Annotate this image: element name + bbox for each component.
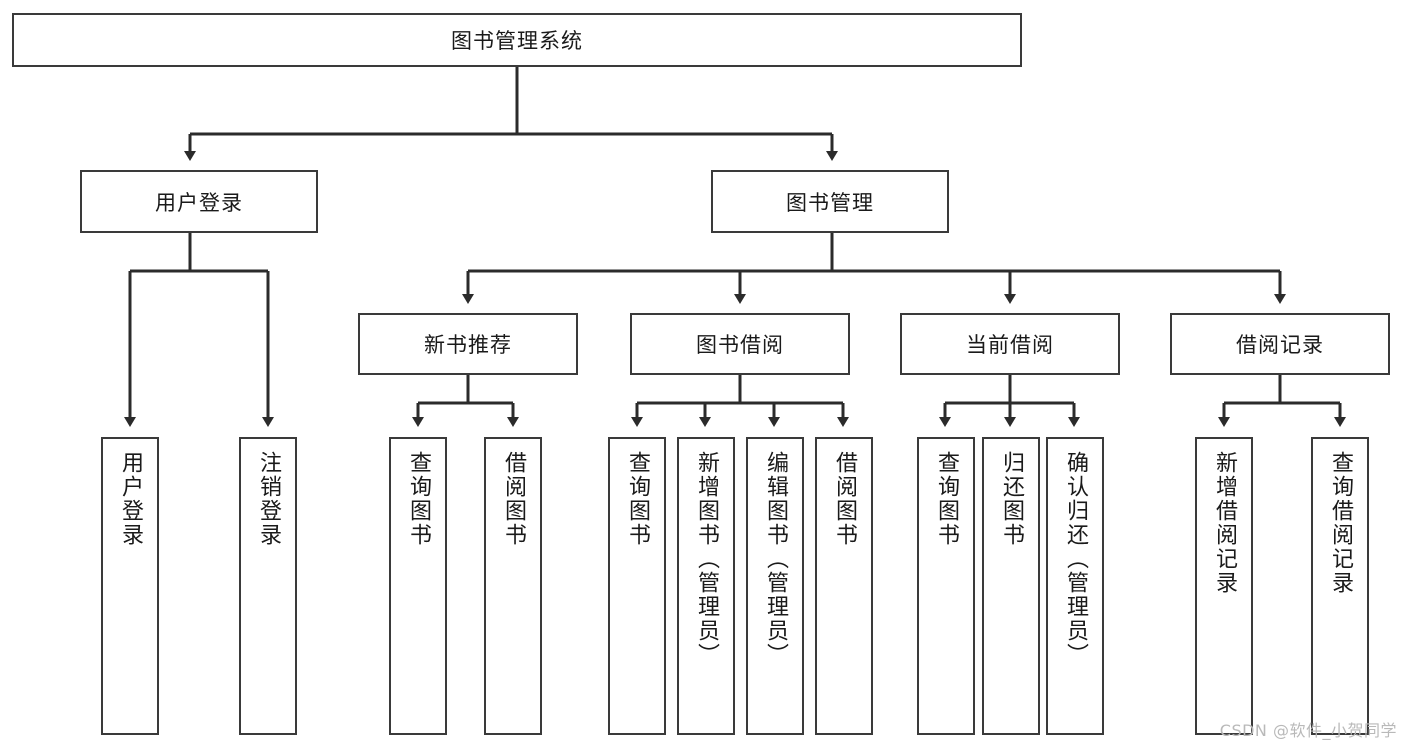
- node-label: 借阅图书: [500, 451, 526, 547]
- leaf-borrow-book-new[interactable]: 借阅图书: [484, 437, 542, 735]
- node-label: 图书借阅: [696, 333, 784, 357]
- leaf-query-book-new[interactable]: 查询图书: [389, 437, 447, 735]
- node-label: 新增借阅记录: [1211, 451, 1237, 595]
- leaf-user-login[interactable]: 用户登录: [101, 437, 159, 735]
- node-label: 查询借阅记录: [1327, 451, 1353, 595]
- leaf-query-borrow-record[interactable]: 查询借阅记录: [1311, 437, 1369, 735]
- node-label: 确认归还（管理员）: [1062, 451, 1088, 667]
- node-label: 编辑图书（管理员）: [762, 451, 788, 667]
- leaf-return-book[interactable]: 归还图书: [982, 437, 1040, 735]
- node-label: 查询图书: [405, 451, 431, 547]
- leaf-borrow-book[interactable]: 借阅图书: [815, 437, 873, 735]
- node-label: 新增图书（管理员）: [693, 451, 719, 667]
- node-root[interactable]: 图书管理系统: [12, 13, 1022, 67]
- node-label: 用户登录: [155, 190, 243, 215]
- node-label: 当前借阅: [966, 333, 1054, 357]
- node-book-borrow[interactable]: 图书借阅: [630, 313, 850, 375]
- leaf-add-book-admin[interactable]: 新增图书（管理员）: [677, 437, 735, 735]
- leaf-logout[interactable]: 注销登录: [239, 437, 297, 735]
- node-label: 借阅图书: [831, 451, 857, 547]
- leaf-confirm-return-admin[interactable]: 确认归还（管理员）: [1046, 437, 1104, 735]
- node-label: 图书管理系统: [451, 29, 583, 53]
- node-label: 图书管理: [786, 190, 874, 215]
- node-label: 查询图书: [624, 451, 650, 547]
- node-label: 注销登录: [255, 451, 281, 547]
- node-label: 查询图书: [933, 451, 959, 547]
- leaf-edit-book-admin[interactable]: 编辑图书（管理员）: [746, 437, 804, 735]
- node-label: 归还图书: [998, 451, 1024, 547]
- node-label: 借阅记录: [1236, 333, 1324, 357]
- node-label: 用户登录: [117, 451, 143, 547]
- watermark: CSDN @软件_小贺同学: [1219, 721, 1397, 740]
- node-borrow-record[interactable]: 借阅记录: [1170, 313, 1390, 375]
- node-label: 新书推荐: [424, 333, 512, 357]
- leaf-query-book-current[interactable]: 查询图书: [917, 437, 975, 735]
- node-current-borrow[interactable]: 当前借阅: [900, 313, 1120, 375]
- node-user-login[interactable]: 用户登录: [80, 170, 318, 233]
- node-new-book-recommend[interactable]: 新书推荐: [358, 313, 578, 375]
- node-book-management[interactable]: 图书管理: [711, 170, 949, 233]
- leaf-query-book-borrow[interactable]: 查询图书: [608, 437, 666, 735]
- leaf-add-borrow-record[interactable]: 新增借阅记录: [1195, 437, 1253, 735]
